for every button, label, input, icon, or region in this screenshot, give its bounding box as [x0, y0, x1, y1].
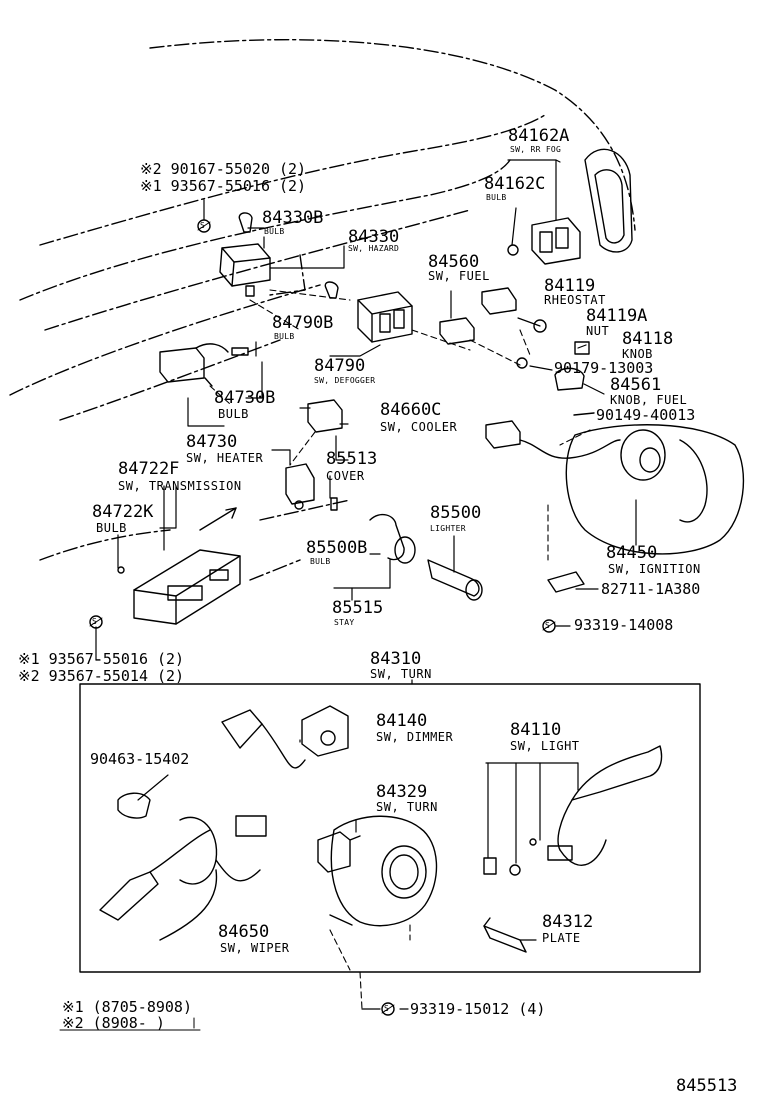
label-84110: 84110 — [510, 720, 562, 740]
label-85500: 85500 — [430, 503, 482, 523]
bolt-s-2: S — [545, 621, 551, 630]
legend-1: ※1 (8705-8908) — [62, 998, 192, 1016]
label-knob: KNOB — [622, 347, 653, 361]
label-sw-cooler: SW, COOLER — [380, 420, 458, 434]
label-82711: 82711-1A380 — [601, 580, 701, 598]
note-93567-c: ※2 93567-55014 (2) — [18, 667, 185, 685]
label-84730b: 84730B — [214, 388, 276, 408]
label-85515: 85515 — [332, 598, 384, 618]
label-rheostat: RHEOSTAT — [544, 293, 606, 307]
light-switch — [483, 745, 663, 876]
label-sw-turn-b: SW, TURN — [376, 800, 438, 814]
label-84660c: 84660C — [380, 400, 442, 420]
note-93567-a: ※1 93567-55016 (2) — [140, 177, 307, 195]
legend-2: ※2 (8908- ) — [62, 1014, 165, 1032]
label-lighter: LIGHTER — [430, 524, 466, 533]
turn-switch-box — [79, 683, 701, 973]
label-84730: 84730 — [186, 432, 238, 452]
note-93567-b: ※1 93567-55016 (2) — [18, 650, 185, 668]
plate — [483, 917, 527, 953]
label-sw-rr-fog: SW, RR FOG — [510, 145, 562, 154]
label-84330b: 84330B — [262, 208, 324, 228]
label-85513: 85513 — [326, 449, 378, 469]
note-90167: ※2 90167-55020 (2) — [140, 160, 307, 178]
label-84560: 84560 — [428, 252, 480, 272]
label-84329: 84329 — [376, 782, 428, 802]
label-nut: NUT — [586, 324, 610, 338]
label-cover: COVER — [326, 469, 365, 483]
dashed-leader-lines — [209, 289, 591, 1010]
label-84140: 84140 — [376, 711, 428, 731]
label-85500b: 85500B — [306, 538, 368, 558]
label-84450: 84450 — [606, 543, 658, 563]
label-stay: STAY — [334, 618, 355, 627]
label-84162c: 84162C — [484, 174, 546, 194]
rr-fog-switch — [507, 217, 581, 265]
label-sw-ignition: SW, IGNITION — [608, 562, 701, 576]
label-knob-fuel: KNOB, FUEL — [610, 393, 688, 407]
wiper-switch — [99, 792, 267, 941]
label-90463: 90463-15402 — [90, 750, 190, 768]
label-84312: 84312 — [542, 912, 594, 932]
label-bulb-b: BULB — [264, 227, 285, 236]
label-sw-dimmer: SW, DIMMER — [376, 730, 454, 744]
label-84650: 84650 — [218, 922, 270, 942]
leader-lines — [95, 159, 637, 1010]
label-bulb-c: BULB — [274, 332, 295, 341]
label-sw-hazard: SW, HAZARD — [348, 244, 400, 253]
label-84119: 84119 — [544, 276, 596, 296]
ignition-switch — [485, 420, 666, 593]
label-84310: 84310 — [370, 649, 422, 669]
label-84790b: 84790B — [272, 313, 334, 333]
label-bulb-f: BULB — [310, 557, 331, 566]
dashboard-outline — [9, 39, 636, 581]
label-84722k: 84722K — [92, 502, 154, 522]
hazard-switch — [219, 212, 271, 297]
label-84118: 84118 — [622, 329, 674, 349]
label-bulb-d: BULB — [218, 407, 249, 421]
label-sw-heater: SW, HEATER — [186, 451, 264, 465]
label-84722f: 84722F — [118, 459, 180, 479]
console-outline — [565, 148, 745, 555]
label-84561: 84561 — [610, 375, 662, 395]
label-84119a: 84119A — [586, 306, 648, 326]
cigarette-lighter — [369, 513, 483, 601]
heater-switch — [159, 343, 249, 387]
bolt-s-1: S — [200, 221, 206, 230]
label-sw-wiper: SW, WIPER — [220, 941, 290, 955]
label-sw-turn-a: SW, TURN — [370, 667, 432, 681]
cooler-switch — [285, 399, 343, 511]
bolt-s-4: S — [384, 1004, 390, 1013]
label-sw-light: SW, LIGHT — [510, 739, 580, 753]
defogger-switch — [324, 281, 413, 343]
label-84330: 84330 — [348, 227, 400, 247]
label-84162a: 84162A — [508, 126, 570, 146]
label-84790: 84790 — [314, 356, 366, 376]
combination-switch-body — [329, 815, 438, 927]
bolt-s-3: S — [92, 617, 98, 626]
turn-relay — [317, 831, 361, 873]
label-93319-15012: 93319-15012 (4) — [410, 1000, 546, 1018]
figure-number: 845513 — [676, 1076, 738, 1096]
fuel-switch — [439, 287, 595, 416]
label-sw-defogger: SW, DEFOGGER — [314, 376, 376, 385]
transmission-switch — [117, 507, 241, 625]
label-sw-transmission: SW, TRANSMISSION — [118, 479, 242, 493]
label-93319-14008: 93319-14008 — [574, 616, 674, 634]
label-90149: 90149-40013 — [596, 406, 696, 424]
label-90179: 90179-13003 — [554, 359, 654, 377]
bolt-markers — [89, 219, 556, 1016]
label-bulb-e: BULB — [96, 521, 127, 535]
dimmer-switch — [221, 705, 349, 769]
label-sw-fuel: SW, FUEL — [428, 269, 490, 283]
label-bulb-a: BULB — [486, 193, 507, 202]
label-plate: PLATE — [542, 931, 581, 945]
